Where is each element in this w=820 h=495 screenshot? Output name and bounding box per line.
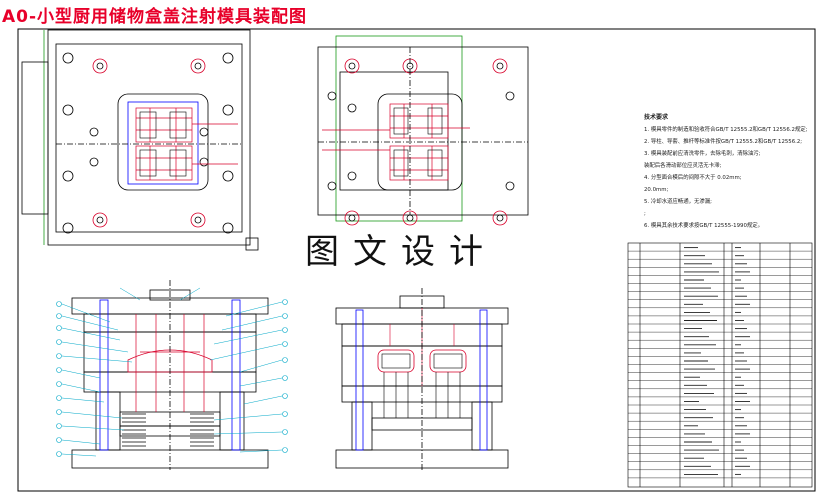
tech-note-line: 装配后各滑动部位应灵活无卡滞; [644, 163, 722, 169]
bom-table [627, 242, 813, 488]
tech-notes-heading: 技术要求 [644, 114, 669, 121]
tech-note-line: 6. 模具其余技术要求按GB/T 12555-1990规定。 [644, 223, 764, 229]
technical-requirements: 技术要求 1. 模具零件的制造和验收符合GB/T 12555.2和GB/T 12… [644, 112, 814, 232]
tech-note-line: 5. 冷却水道应畅通，无渗漏; [644, 199, 712, 205]
drawing-title: A0-小型厨用储物盒盖注射模具装配图 [2, 7, 308, 27]
top-left-view [21, 29, 259, 251]
bom-text-marks [684, 247, 750, 475]
tech-note-line: ; [644, 211, 646, 217]
tech-note-line: 20.0mm; [644, 187, 669, 193]
watermark-text: 图文设计 [305, 232, 497, 272]
tech-note-line: 3. 模具装配前应清洗零件，去除毛刺，清除油污; [644, 151, 761, 157]
top-right-view [317, 35, 529, 226]
bottom-right-section [335, 288, 509, 472]
drawing-border [17, 28, 816, 492]
bottom-left-section [56, 280, 288, 470]
tech-note-line: 1. 模具零件的制造和验收符合GB/T 12555.2和GB/T 12556.2… [644, 127, 808, 133]
bom-rows [628, 250, 812, 479]
tech-note-line: 4. 分型面合模后的间隙不大于 0.02mm; [644, 175, 742, 181]
tech-note-line: 2. 导柱、导套、推杆等标准件按GB/T 12555.2和GB/T 12556.… [644, 139, 803, 145]
